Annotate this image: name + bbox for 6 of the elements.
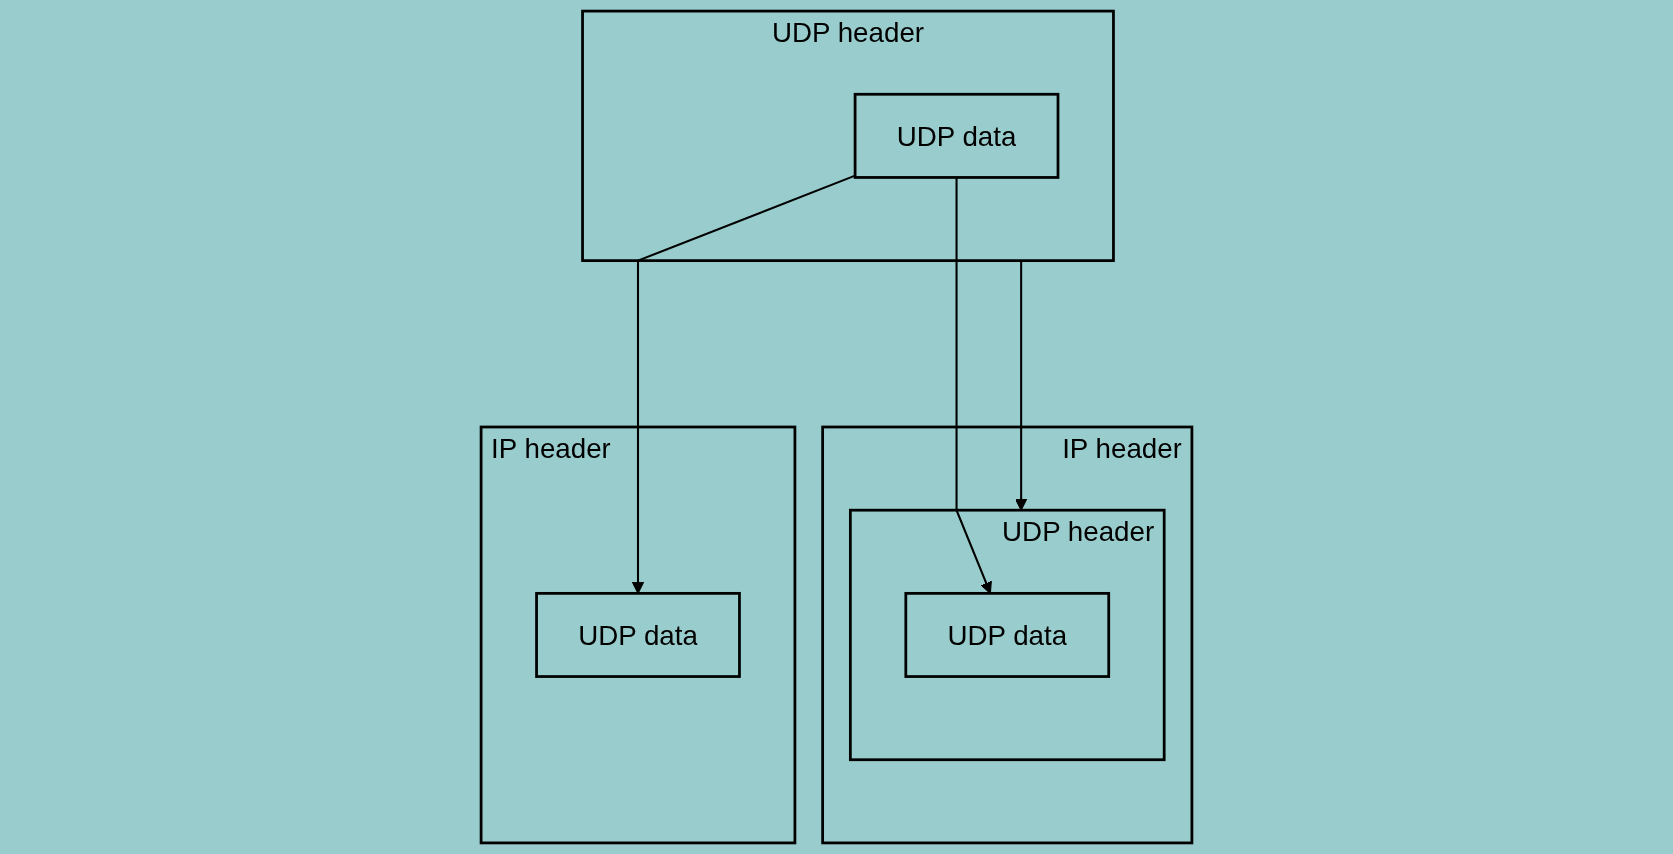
arrow	[955, 177, 992, 594]
node-box: UDP data	[853, 92, 1060, 179]
node-box: UDP data	[904, 591, 1111, 678]
arrow	[1015, 260, 1028, 511]
node-box: UDP data	[535, 591, 741, 678]
arrow	[631, 174, 856, 594]
